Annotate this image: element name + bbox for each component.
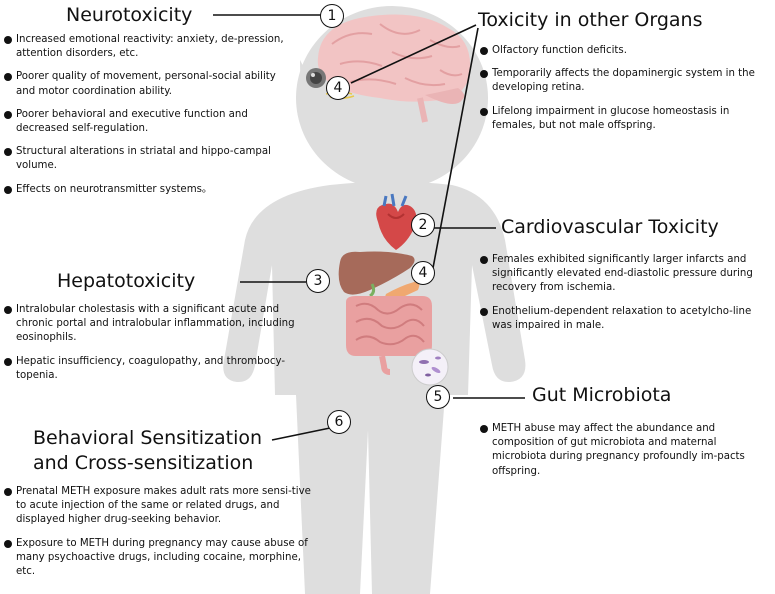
number-badge-4-mid: 4 — [411, 261, 435, 285]
gut-title: Gut Microbiota — [532, 384, 672, 406]
heart-illustration — [376, 193, 417, 250]
microbiota-illustration — [411, 348, 449, 386]
neurotoxicity-bullets: Increased emotional reactivity: anxiety,… — [4, 33, 294, 206]
bullet-item: Structural alterations in striatal and h… — [4, 145, 294, 173]
gut-bullets: METH abuse may affect the abundance and … — [480, 422, 770, 488]
bullet-item: Increased emotional reactivity: anxiety,… — [4, 33, 294, 61]
cardiovascular-bullets: Females exhibited significantly larger i… — [480, 253, 770, 342]
number-badge-2: 2 — [411, 213, 435, 237]
number-badge-4-top: 4 — [326, 76, 350, 100]
bullet-item: Olfactory function deficits. — [480, 44, 770, 58]
bullet-item: Prenatal METH exposure makes adult rats … — [4, 485, 316, 528]
number-badge-6: 6 — [327, 410, 351, 434]
behavioral-title-line1: Behavioral Sensitization — [33, 427, 263, 449]
neurotoxicity-title: Neurotoxicity — [66, 4, 193, 26]
cardiovascular-title: Cardiovascular Toxicity — [501, 216, 719, 238]
intestines-illustration — [346, 296, 432, 375]
number-badge-1: 1 — [320, 4, 344, 28]
number-badge-3: 3 — [306, 269, 330, 293]
bullet-item: Poorer behavioral and executive function… — [4, 108, 294, 136]
bullet-item: Effects on neurotransmitter systems。 — [4, 183, 294, 197]
behavioral-title-line2: and Cross-sensitization — [33, 452, 254, 474]
brain-illustration — [317, 14, 471, 123]
bullet-item: Females exhibited significantly larger i… — [480, 253, 770, 296]
other-organs-title: Toxicity in other Organs — [478, 9, 703, 31]
hepatotoxicity-title: Hepatotoxicity — [57, 270, 196, 292]
hepatotoxicity-bullets: Intralobular cholestasis with a signific… — [4, 303, 316, 392]
bullet-item: Enothelium-dependent relaxation to acety… — [480, 305, 770, 333]
bullet-item: Lifelong impairment in glucose homeostas… — [480, 105, 770, 133]
liver-illustration — [338, 251, 415, 298]
other-organs-bullets: Olfactory function deficits. Temporarily… — [480, 44, 770, 142]
bullet-item: Hepatic insufficiency, coagulopathy, and… — [4, 355, 316, 383]
bullet-item: Poorer quality of movement, personal-soc… — [4, 70, 294, 98]
bullet-item: METH abuse may affect the abundance and … — [480, 422, 770, 479]
bullet-item: Intralobular cholestasis with a signific… — [4, 303, 316, 346]
connector-lines — [213, 14, 525, 441]
number-badge-5: 5 — [426, 385, 450, 409]
behavioral-bullets: Prenatal METH exposure makes adult rats … — [4, 485, 316, 588]
bullet-item: Temporarily affects the dopaminergic sys… — [480, 67, 770, 95]
bullet-item: Exposure to METH during pregnancy may ca… — [4, 537, 316, 580]
